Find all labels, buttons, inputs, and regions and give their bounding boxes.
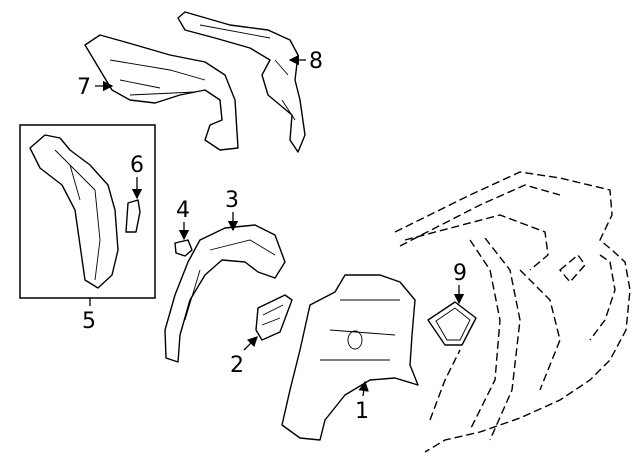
part-5-pillar: [29, 134, 119, 289]
callout-label-2: 2: [230, 353, 244, 378]
callout-arrow-2: [243, 336, 258, 351]
part-3-wheelhouse: [164, 224, 286, 363]
part-1-inner-panel: [281, 274, 419, 441]
vehicle-body-outline: [394, 171, 631, 453]
callout-label-9: 9: [453, 261, 467, 286]
part-9-patch: [427, 301, 477, 346]
part-7-upper-rail: [84, 34, 239, 151]
callout-arrow-1: [358, 380, 369, 397]
part-2-bracket: [255, 294, 293, 341]
callout-label-5: 5: [82, 309, 96, 334]
callout-label-6: 6: [130, 153, 144, 178]
callout-label-1: 1: [355, 399, 369, 424]
callout-label-7: 7: [77, 75, 91, 100]
part-8-upper-rail: [177, 11, 306, 153]
part-5-group-box: [19, 124, 156, 299]
part-4-clip: [174, 239, 193, 257]
callout-label-8: 8: [309, 49, 323, 74]
part-6-bracket: [125, 199, 141, 233]
callout-label-3: 3: [225, 188, 239, 213]
callout-label-4: 4: [176, 198, 190, 223]
